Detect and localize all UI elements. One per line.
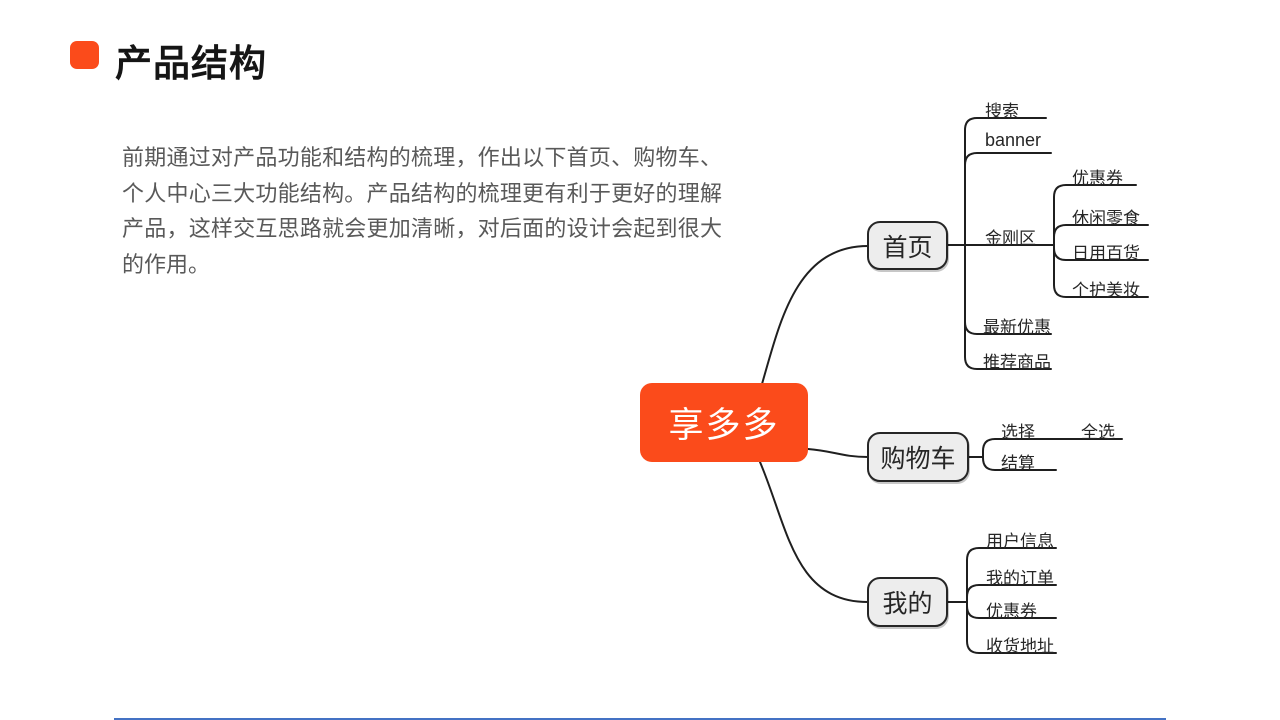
connector-home-recommend [964, 244, 1052, 370]
branch-node-home: 首页 [867, 221, 948, 270]
leaf-daily-goods: 日用百货 [1072, 244, 1140, 263]
connector-cart-select [968, 438, 1123, 458]
leaf-my-orders: 我的订单 [986, 569, 1054, 588]
intro-paragraph: 前期通过对产品功能和结构的梳理，作出以下首页、购物车、个人中心三大功能结构。产品… [122, 145, 722, 277]
leaf-kingkong: 金刚区 [985, 229, 1036, 248]
connector-root-mine [759, 461, 869, 603]
connector-kk-beauty [1053, 244, 1149, 298]
title-bullet-icon [70, 41, 99, 69]
leaf-banner: banner [985, 130, 1042, 150]
leaf-checkout: 结算 [1001, 454, 1035, 473]
connector-mine-address [966, 601, 1057, 654]
leaf-recommended: 推荐商品 [983, 353, 1051, 372]
connector-mine-userinfo [966, 547, 1057, 603]
connector-home-banner [964, 152, 1052, 246]
connector-cart-checkout [982, 456, 1057, 471]
leaf-my-coupon: 优惠券 [986, 602, 1037, 621]
leaf-search: 搜索 [985, 102, 1019, 121]
connector-mine-orders [966, 584, 1057, 603]
branch-node-mine: 我的 [867, 577, 948, 627]
page-title: 产品结构 [115, 43, 267, 84]
leaf-snacks: 休闲零食 [1072, 209, 1140, 228]
connector-root-home [761, 245, 869, 385]
leaf-select-all: 全选 [1081, 423, 1115, 442]
connector-home-search [964, 117, 1047, 246]
mindmap-root-node: 享多多 [640, 383, 808, 462]
leaf-select: 选择 [1001, 423, 1035, 442]
connector-kk-coupon [1053, 184, 1137, 246]
leaf-address: 收货地址 [986, 637, 1054, 656]
leaf-latest-deals: 最新优惠 [983, 318, 1051, 337]
branch-node-cart: 购物车 [867, 432, 969, 482]
connector-root-cart [807, 448, 869, 458]
leaf-coupon: 优惠券 [1072, 169, 1123, 188]
leaf-user-info: 用户信息 [986, 532, 1054, 551]
connector-kk-snacks [1053, 224, 1149, 246]
leaf-beauty: 个护美妆 [1072, 281, 1140, 300]
bottom-accent-line [114, 718, 1166, 720]
